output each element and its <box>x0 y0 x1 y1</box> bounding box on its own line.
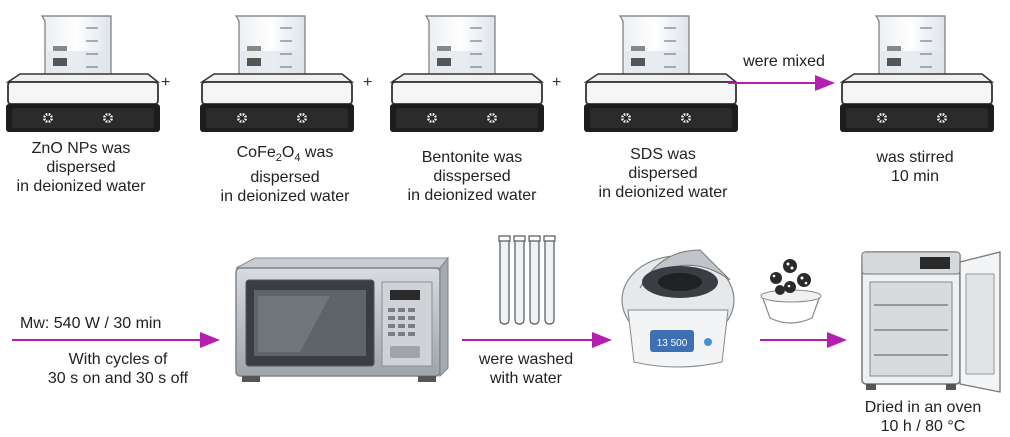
label-washed: were washed with water <box>456 350 596 388</box>
caption-sds-line2: dispersed <box>628 165 698 182</box>
caption-cofe2o4-line1: CoFe2O4 was <box>236 144 334 165</box>
caption-bentonite-line3: in deionized water <box>407 187 537 204</box>
stirrer-mixed <box>839 15 995 133</box>
stirrer-sds <box>583 15 739 133</box>
drying-oven <box>861 251 1001 393</box>
label-washed-line1: were washed <box>478 351 574 368</box>
label-microwave-cycles-line1: With cycles of <box>68 351 168 368</box>
caption-cofe2o4-line2: dispersed <box>250 169 320 187</box>
centrifuge-display: 13 500 <box>657 338 688 349</box>
plus-sign-1: + <box>161 74 171 91</box>
stirrer-bentonite <box>389 15 545 133</box>
plus-sign-3: + <box>552 74 562 91</box>
caption-zno-line3: in deionized water <box>16 178 146 195</box>
caption-stirred: was stirred 10 min <box>855 148 975 186</box>
label-oven: Dried in an oven 10 h / 80 °C <box>848 398 998 436</box>
caption-zno-line1: ZnO NPs was <box>31 140 131 157</box>
caption-sds-line1: SDS was <box>630 146 696 163</box>
label-microwave-cycles-line2: 30 s on and 30 s off <box>47 370 189 387</box>
caption-sds: SDS was dispersed in deionized water <box>588 145 738 202</box>
caption-bentonite-line2: disspersed <box>433 168 511 185</box>
caption-bentonite-line1: Bentonite was <box>421 149 523 166</box>
caption-sds-line3: in deionized water <box>598 184 728 201</box>
caption-stirred-line1: was stirred <box>876 149 954 166</box>
caption-stirred-line2: 10 min <box>890 168 940 185</box>
mortar-with-particles <box>760 259 822 324</box>
test-tubes <box>498 235 556 325</box>
centrifuge: 13 500 <box>621 249 735 368</box>
caption-zno: ZnO NPs was dispersed in deionized water <box>6 139 156 196</box>
caption-cofe2o4-line3: in deionized water <box>220 188 350 206</box>
label-microwave-power: Mw: 540 W / 30 min <box>20 315 162 332</box>
label-oven-line1: Dried in an oven <box>864 399 982 416</box>
microwave-oven <box>235 256 450 382</box>
caption-cofe2o4: CoFe2O4 was dispersed in deionized water <box>200 143 370 206</box>
stirrer-zno <box>5 15 161 133</box>
stirrer-cofe2o4 <box>199 15 355 133</box>
plus-sign-2: + <box>363 74 373 91</box>
label-microwave-cycles: With cycles of 30 s on and 30 s off <box>28 350 208 388</box>
label-oven-line2: 10 h / 80 °C <box>880 418 966 435</box>
label-were-mixed: were mixed <box>743 53 825 70</box>
label-washed-line2: with water <box>489 370 563 387</box>
caption-zno-line2: dispersed <box>46 159 116 176</box>
caption-bentonite: Bentonite was disspersed in deionized wa… <box>392 148 552 205</box>
